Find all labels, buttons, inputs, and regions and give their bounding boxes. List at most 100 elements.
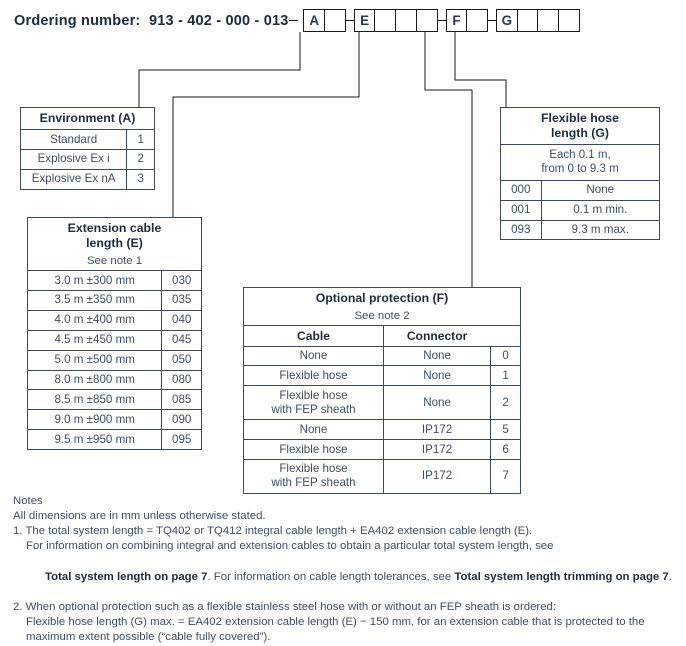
extension-length-label: 3.0 m ±300 mm bbox=[54, 273, 135, 287]
note-1-line-2: For information on combining integral an… bbox=[26, 540, 554, 553]
dash-separator bbox=[437, 19, 447, 22]
dash-separator bbox=[488, 19, 498, 22]
table-optional-protection-header-row: Cable Connector bbox=[244, 325, 520, 346]
protection-cable: Flexible hose bbox=[279, 442, 348, 456]
extension-length-label: 9.5 m ±950 mm bbox=[54, 432, 135, 446]
protection-connector: IP172 bbox=[382, 440, 490, 459]
protection-connector: IP172 bbox=[382, 459, 490, 493]
note-1-end: . bbox=[668, 570, 672, 583]
ordering-input-g-1[interactable] bbox=[516, 9, 539, 32]
ordering-input-e-1[interactable] bbox=[374, 9, 397, 32]
ordering-code-a: A bbox=[303, 9, 326, 32]
table-extension-cable-note: See note 1 bbox=[86, 255, 143, 267]
protection-connector: None bbox=[382, 366, 490, 386]
table-row: 8.5 m ±850 mm 085 bbox=[28, 389, 201, 410]
protection-connector: IP172 bbox=[382, 420, 490, 440]
extension-length-label: 3.5 m ±350 mm bbox=[54, 293, 135, 307]
ordering-input-e-3[interactable] bbox=[415, 9, 438, 32]
extension-length-label: 9.0 m ±900 mm bbox=[54, 412, 135, 426]
hose-code: 093 bbox=[511, 223, 531, 237]
environment-code: 3 bbox=[126, 169, 154, 189]
extension-length-code: 035 bbox=[161, 290, 201, 310]
table-environment-title: Environment (A) bbox=[39, 111, 136, 125]
environment-label: Explosive Ex nA bbox=[31, 172, 116, 186]
protection-cable: Flexible hose bbox=[279, 368, 348, 382]
protection-connector: None bbox=[382, 346, 490, 366]
extension-length-label: 5.0 m ±500 mm bbox=[54, 353, 135, 367]
hose-code: 000 bbox=[511, 183, 531, 197]
ordering-group-f: F bbox=[445, 9, 489, 32]
column-header-code bbox=[490, 326, 520, 346]
note-1-line-1: 1. The total system length = TQ402 or TQ… bbox=[13, 525, 533, 538]
table-flexible-hose-subtitle: Each 0.1 m,from 0 to 9.3 m bbox=[501, 144, 659, 180]
ordering-input-g-2[interactable] bbox=[537, 9, 560, 32]
protection-code: 5 bbox=[490, 420, 520, 440]
extension-length-code: 095 bbox=[161, 430, 201, 450]
environment-code: 1 bbox=[126, 130, 154, 149]
ordering-input-f-1[interactable] bbox=[466, 9, 489, 32]
table-optional-protection-title: Optional protection (F) bbox=[315, 291, 449, 305]
ordering-group-g: G bbox=[495, 9, 581, 32]
ordering-code-f: F bbox=[445, 9, 468, 32]
table-row: Standard 1 bbox=[21, 129, 154, 149]
column-header: Cable bbox=[297, 328, 330, 343]
ordering-number-label: Ordering number: 913 - 402 - 000 - 013 bbox=[14, 12, 289, 29]
notes-section: Notes All dimensions are in mm unless ot… bbox=[13, 494, 675, 646]
notes-general: All dimensions are in mm unless otherwis… bbox=[13, 510, 266, 523]
ordering-input-a-1[interactable] bbox=[323, 9, 346, 32]
ordering-group-a: A bbox=[303, 9, 346, 32]
extension-length-code: 030 bbox=[161, 271, 201, 290]
dash-separator bbox=[345, 19, 355, 22]
protection-connector: None bbox=[382, 386, 490, 420]
hose-label: 0.1 m min. bbox=[540, 200, 659, 220]
extension-length-code: 040 bbox=[161, 310, 201, 330]
table-optional-protection: Optional protection (F) See note 2 Cable… bbox=[243, 287, 521, 494]
extension-length-code: 090 bbox=[161, 410, 201, 430]
ordering-code-g: G bbox=[495, 9, 518, 32]
note-1-ref-2: Total system length trimming on page 7 bbox=[454, 570, 669, 583]
note-1-mid: . For information on cable length tolera… bbox=[207, 570, 455, 583]
note-1-ref-1: Total system length on page 7 bbox=[45, 570, 208, 583]
table-row: Explosive Ex nA 3 bbox=[21, 168, 154, 189]
extension-length-label: 4.5 m ±450 mm bbox=[54, 333, 135, 347]
hose-label: None bbox=[540, 180, 659, 200]
table-header-row: Cable Connector bbox=[244, 325, 520, 346]
extension-length-label: 8.5 m ±850 mm bbox=[54, 392, 135, 406]
extension-length-label: 4.0 m ±400 mm bbox=[54, 313, 135, 327]
note-1-line-3: Total system length on page 7. For infor… bbox=[13, 555, 675, 600]
environment-label: Explosive Ex i bbox=[37, 152, 110, 166]
extension-length-label: 8.0 m ±800 mm bbox=[54, 373, 135, 387]
column-header: Connector bbox=[382, 326, 490, 346]
ordering-input-e-2[interactable] bbox=[395, 9, 418, 32]
protection-code: 7 bbox=[490, 459, 520, 493]
extension-length-code: 085 bbox=[161, 390, 201, 410]
table-optional-protection-note: See note 2 bbox=[354, 310, 410, 322]
protection-code: 1 bbox=[490, 366, 520, 386]
environment-label: Standard bbox=[50, 132, 98, 146]
table-row: 4.0 m ±400 mm 040 bbox=[28, 309, 201, 330]
ordering-input-g-3[interactable] bbox=[558, 9, 581, 32]
note-2-line-1: 2. When optional protection such as a fl… bbox=[13, 601, 557, 614]
table-row: 3.5 m ±350 mm 035 bbox=[28, 289, 201, 310]
